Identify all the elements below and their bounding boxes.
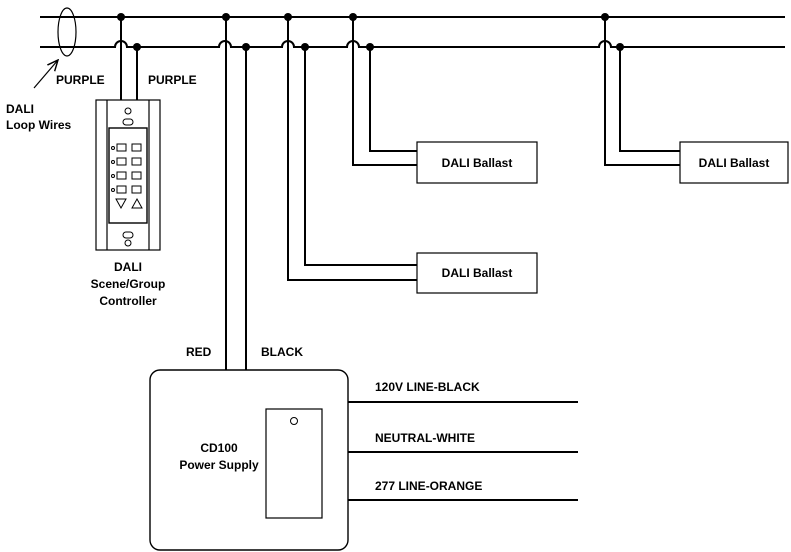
ballast-1-label: DALI Ballast [442,156,513,170]
junction-dots [117,13,624,51]
neutral-label: NEUTRAL-WHITE [375,431,475,445]
power-supply [149,369,349,551]
power-supply-wires [225,17,247,370]
line-277-label: 277 LINE-ORANGE [375,479,482,493]
loop-wires-label-line-2: Loop Wires [6,118,72,132]
loop-wires-marker [57,7,77,57]
line-120v-label: 120V LINE-BLACK [375,380,480,394]
ballast-3-label: DALI Ballast [699,156,770,170]
supply-lines [348,401,578,501]
ballast-1: DALI Ballast [416,141,538,184]
ballast-1-wires [352,17,417,166]
ballast-2: DALI Ballast [416,252,538,294]
black-wire-label: BLACK [261,345,303,359]
ballast-3-wires [604,17,680,166]
down-arrow-icon [115,198,127,210]
red-wire-label: RED [186,345,212,359]
controller-label-line-2: Scene/Group [91,277,166,291]
controller-buttons [111,143,143,210]
purple-left-label: PURPLE [56,73,105,87]
controller-label-line-3: Controller [99,294,157,308]
dali-bus [40,16,785,48]
power-supply-label-line-1: CD100 [200,441,238,455]
ballast-3: DALI Ballast [679,141,789,184]
ballast-2-label: DALI Ballast [442,266,513,280]
dali-controller [95,99,161,251]
controller-wires [120,17,138,100]
up-arrow-icon [131,197,143,209]
purple-right-label: PURPLE [148,73,197,87]
loop-wires-pointer [33,60,58,89]
loop-wires-label-line-1: DALI [6,102,34,116]
controller-label-line-1: DALI [114,260,142,274]
ballast-2-wires [287,17,417,281]
power-supply-label-line-2: Power Supply [179,458,259,472]
